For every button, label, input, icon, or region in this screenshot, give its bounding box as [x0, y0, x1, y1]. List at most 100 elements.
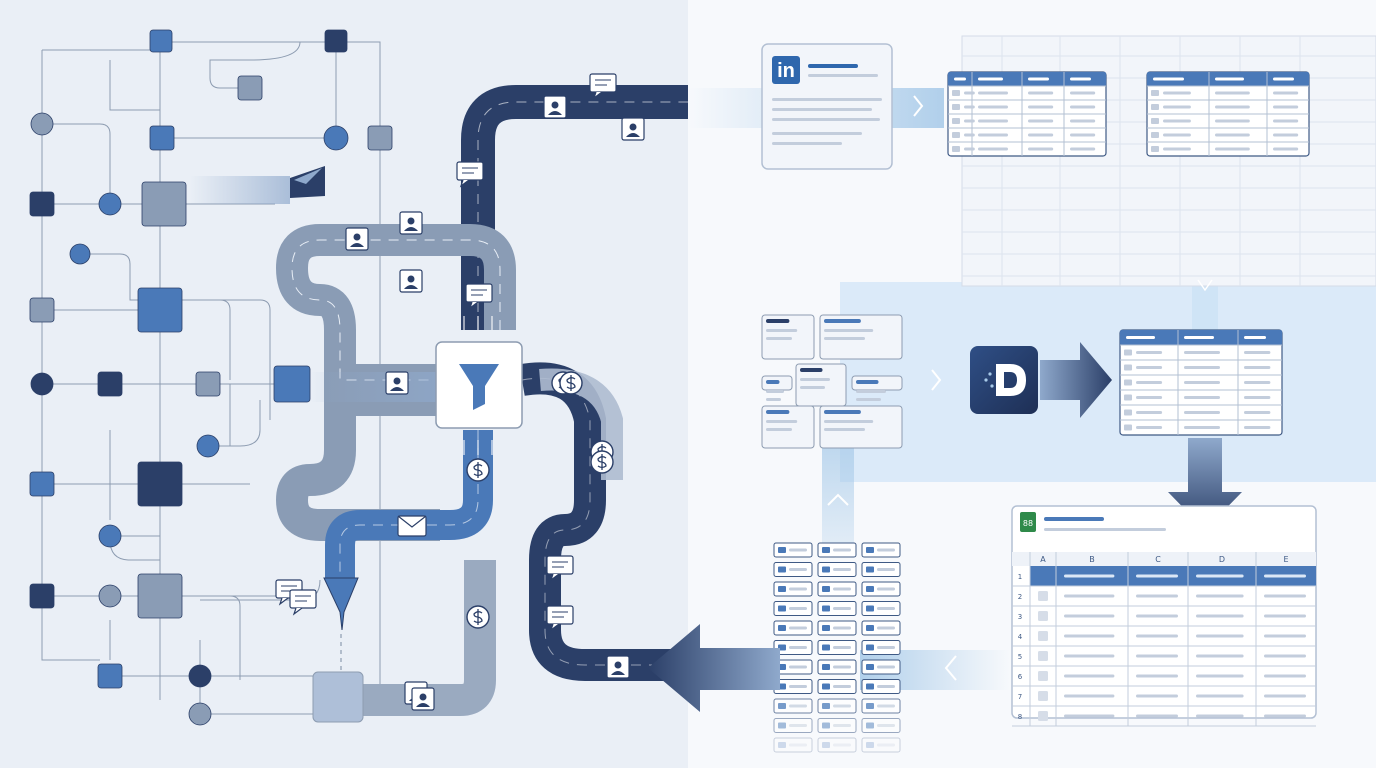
stack-cell-line: [833, 685, 851, 688]
cell-value: [1184, 381, 1220, 384]
chat-tail-icon: [278, 597, 289, 606]
cell-value: [1273, 119, 1299, 123]
sheet-cell-value: [1264, 714, 1306, 718]
cell-value: [1028, 119, 1054, 123]
filter-cone-icon: [323, 577, 359, 631]
row-checkbox: [1151, 90, 1159, 96]
stack-cell-line: [789, 743, 807, 747]
sheet-column-letter: A: [1040, 555, 1046, 564]
header-label: [1184, 336, 1214, 339]
network-node: [237, 75, 263, 101]
stack-cell-marker: [822, 664, 830, 670]
row-checkbox: [952, 90, 960, 96]
stack-cell-line: [833, 626, 851, 630]
network-node: [367, 125, 393, 151]
sheet-cell-value: [1136, 714, 1178, 718]
stack-cell-line: [833, 548, 851, 552]
sheet-row-checkbox: [1038, 691, 1048, 701]
row-checkbox: [1124, 424, 1132, 431]
stack-cell: [773, 737, 813, 753]
sheet-column-header-bar: [1012, 552, 1316, 566]
sheet-row-number: 8: [1018, 713, 1022, 721]
table-header: [948, 72, 1106, 86]
sheet-row-number: 6: [1018, 673, 1023, 681]
cell-value: [1070, 105, 1096, 109]
cell-value: [1244, 381, 1271, 384]
stack-cell-marker: [778, 703, 786, 709]
stack-cell-marker: [822, 644, 830, 651]
user-body-icon: [548, 111, 562, 115]
user-head-icon: [419, 693, 427, 701]
chat-bubble-icon: [546, 605, 574, 625]
network-node: [137, 287, 183, 333]
network-node: [30, 372, 54, 396]
row-checkbox: [952, 118, 960, 124]
stack-cell-marker: [866, 547, 874, 553]
chat-tail-icon: [468, 301, 479, 310]
network-node: [98, 524, 122, 548]
funnel-icon: [459, 364, 499, 410]
chat-tail-icon: [549, 623, 560, 632]
stack-cell-marker: [822, 605, 830, 612]
record-card-line: [824, 329, 874, 332]
cell-value: [1136, 426, 1163, 429]
sheet-row-number: 7: [1018, 693, 1022, 701]
stack-cell-marker: [778, 566, 786, 573]
sheet-row-number: 2: [1018, 593, 1022, 601]
processed-table: [1119, 329, 1283, 436]
cell-value: [1244, 351, 1271, 354]
cell-value: [1070, 147, 1096, 151]
sheet-cell-value: [1064, 634, 1115, 638]
cell-value: [1273, 133, 1299, 137]
row-checkbox: [952, 104, 960, 110]
stack-cell-marker: [866, 566, 874, 573]
stack-cell-line: [833, 724, 851, 727]
cell-value: [1028, 91, 1054, 95]
row-checkbox: [1124, 394, 1132, 401]
header-label: [1126, 336, 1155, 339]
header-label: [1070, 77, 1091, 81]
sheet-row-checkbox: [1038, 651, 1048, 661]
record-cards: [761, 314, 903, 449]
network-node: [137, 573, 183, 619]
cell-value: [964, 105, 975, 109]
chevron-right-icon: [913, 95, 924, 117]
record-card-title: [800, 368, 823, 372]
stack-cell-line: [789, 548, 807, 552]
sheet-column-letter: D: [1219, 555, 1225, 564]
network-node: [29, 191, 55, 217]
stack-cell-line: [877, 568, 895, 571]
sheet-cell-value: [1264, 574, 1306, 578]
cell-value: [1163, 91, 1191, 95]
chat-tail-icon: [292, 607, 303, 616]
cell-value: [1028, 105, 1054, 109]
stack-cell: [861, 737, 901, 753]
stack-cell-line: [789, 568, 807, 571]
network-node: [69, 243, 91, 265]
chat-bubble-icon: [456, 161, 484, 181]
cell-value: [1028, 147, 1054, 151]
stack-cell-line: [833, 568, 851, 571]
cell-value: [978, 147, 1008, 151]
d-app-logo-icon: [970, 346, 1038, 414]
stack-cell-marker: [822, 722, 830, 729]
chat-tail-icon: [592, 91, 603, 100]
header-label: [1244, 336, 1266, 339]
input-stream: [310, 372, 438, 402]
row-checkbox: [1151, 104, 1159, 110]
user-head-icon: [393, 377, 401, 385]
stack-cell-line: [789, 704, 807, 708]
stack-cell-marker: [866, 586, 874, 592]
stack-cell-marker: [778, 722, 786, 729]
sheet-cell-value: [1196, 714, 1244, 718]
header-label: [1273, 77, 1294, 81]
stack-cell-line: [833, 587, 851, 591]
stack-cell-line: [877, 665, 895, 669]
sheet-cell-value: [1136, 674, 1178, 678]
header-label: [954, 77, 966, 81]
linkedin-logo-text: in: [777, 60, 795, 82]
sheet-cell-value: [1064, 694, 1115, 698]
cell-value: [1215, 119, 1250, 123]
sheet-cell-value: [1264, 634, 1306, 638]
